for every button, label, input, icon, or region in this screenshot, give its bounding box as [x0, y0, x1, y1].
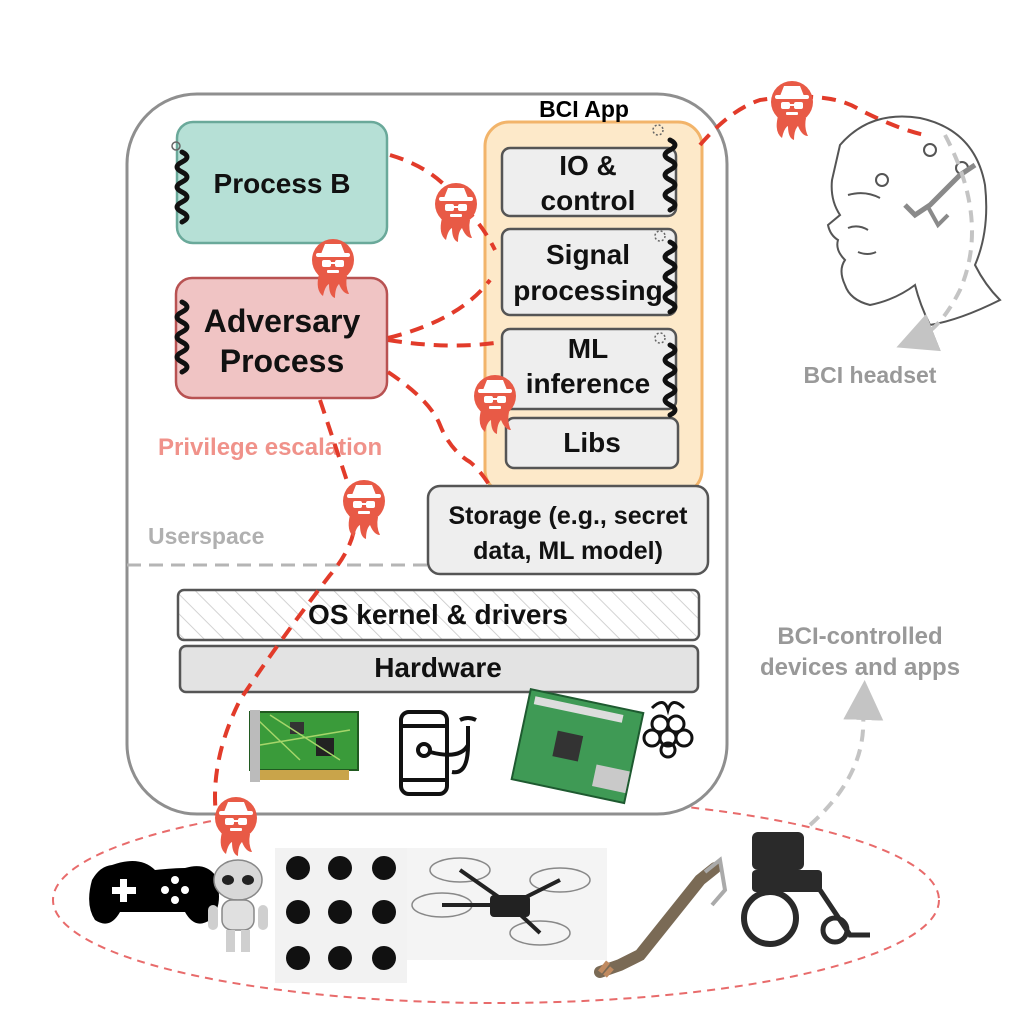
devices-label-line2: devices and apps — [760, 654, 960, 681]
devices-arrow — [808, 680, 884, 827]
hardware-label: Hardware — [374, 652, 502, 683]
bci-app-title: BCI App — [539, 96, 629, 122]
attack-path-ml — [387, 338, 503, 348]
raspberry-pi-board-icon — [510, 687, 645, 805]
attack-path-headset — [698, 94, 926, 147]
raspberry-pi-logo-icon — [642, 701, 694, 759]
adversary-line2: Process — [220, 343, 345, 379]
drone-icon — [407, 848, 607, 960]
adversary-line1: Adversary — [204, 303, 361, 339]
wheelchair-icon — [741, 832, 870, 947]
ml-inference-line1: ML — [568, 333, 608, 364]
storage-line1: Storage (e.g., secret — [449, 502, 689, 530]
signal-processing-line1: Signal — [546, 239, 630, 270]
prosthetic-arm-icon — [594, 856, 728, 978]
devices-label-line1: BCI-controlled — [777, 623, 942, 650]
io-control-line1: IO & — [559, 150, 617, 181]
circuit-board-icon — [249, 710, 359, 782]
signal-processing-line2: processing — [513, 275, 662, 306]
thread-start-icon — [652, 124, 664, 136]
userspace-label: Userspace — [148, 523, 264, 549]
robot-icon — [208, 859, 268, 952]
process-b-label: Process B — [214, 168, 351, 199]
attacker-icon — [215, 797, 257, 856]
attack-path-process-b — [389, 153, 497, 251]
thread-start-icon — [171, 141, 181, 151]
bci-headset-label: BCI headset — [804, 362, 937, 388]
privilege-escalation-label: Privilege escalation — [158, 434, 382, 461]
attack-path-escalation — [213, 399, 358, 816]
storage-line2: data, ML model) — [473, 537, 663, 565]
libs-module — [504, 416, 680, 470]
phone-stethoscope-icon — [399, 710, 477, 796]
gamepad-icon — [89, 861, 219, 924]
signal-processing-module — [500, 227, 678, 317]
headset-icon — [826, 115, 1002, 327]
brain-icons-grid — [275, 848, 407, 983]
storage-box — [426, 484, 710, 576]
hardware-box — [178, 644, 700, 694]
os-kernel-label: OS kernel & drivers — [308, 599, 568, 630]
ml-inference-line2: inference — [526, 368, 651, 399]
os-kernel-box — [176, 588, 701, 642]
thread-start-icon — [654, 230, 666, 242]
io-control-line2: control — [541, 185, 636, 216]
thread-start-icon — [654, 332, 666, 344]
headset-arrow — [896, 134, 974, 352]
attacker-icon — [771, 81, 813, 140]
attack-path-storage — [386, 370, 492, 488]
libs-label: Libs — [563, 427, 621, 458]
